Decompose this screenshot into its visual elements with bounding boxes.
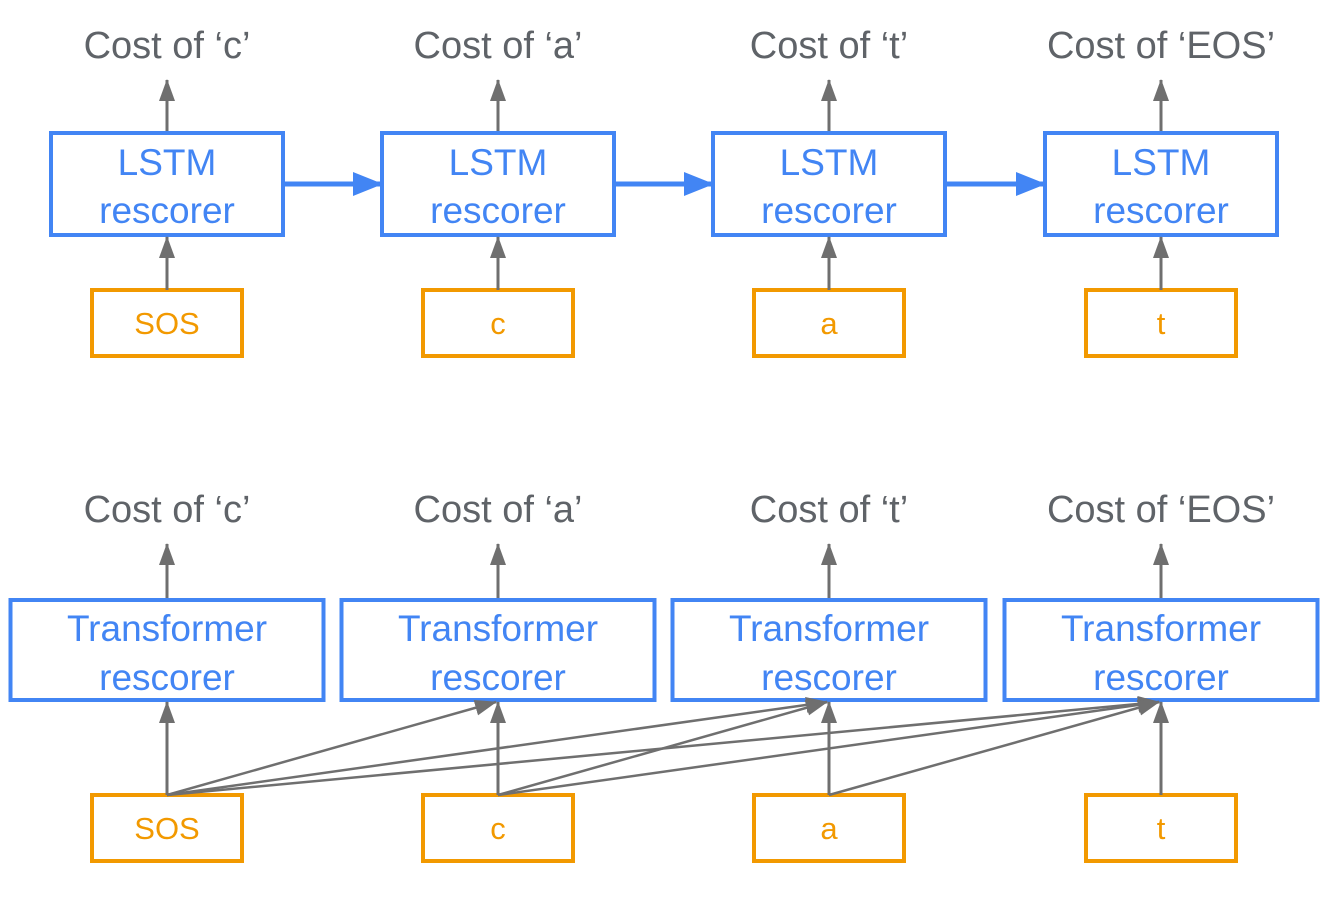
transformer-cost-label: Cost of ‘a’ [414, 489, 583, 531]
lstm-cost-label: Cost of ‘a’ [414, 25, 583, 67]
lstm-box-label-line2: rescorer [430, 190, 566, 231]
transformer-token-label: t [1157, 811, 1166, 846]
transformer-box-label-line1: Transformer [398, 608, 598, 649]
transformer-attention-arrow [166, 697, 828, 797]
transformer-box-label-line1: Transformer [67, 608, 267, 649]
transformer-box-label-line2: rescorer [99, 657, 235, 698]
lstm-token-label: c [490, 306, 506, 341]
transformer-attention-arrow [828, 699, 1160, 797]
transformer-rescorer-box [339, 598, 657, 702]
transformer-rescorer-box [1002, 598, 1320, 702]
transformer-cost-label: Cost of ‘EOS’ [1047, 489, 1275, 531]
transformer-token-label: SOS [134, 811, 199, 846]
lstm-token-label: t [1157, 306, 1166, 341]
lstm-box-label-line1: LSTM [1112, 142, 1211, 183]
transformer-attention-arrow [166, 700, 497, 797]
lstm-cost-label: Cost of ‘c’ [84, 25, 251, 67]
lstm-box-label-line2: rescorer [761, 190, 897, 231]
lstm-box-label-line2: rescorer [99, 190, 235, 231]
lstm-cost-label: Cost of ‘EOS’ [1047, 25, 1275, 67]
lstm-token-label: a [820, 306, 838, 341]
transformer-cost-label: Cost of ‘t’ [750, 489, 908, 531]
transformer-box-label-line2: rescorer [430, 657, 566, 698]
transformer-box-label-line2: rescorer [1093, 657, 1229, 698]
lstm-token-label: SOS [134, 306, 199, 341]
lstm-box-label-line1: LSTM [118, 142, 217, 183]
transformer-rescorer-box [670, 598, 988, 702]
lstm-box-label-line2: rescorer [1093, 190, 1229, 231]
transformer-box-label-line2: rescorer [761, 657, 897, 698]
transformer-token-label: a [820, 811, 838, 846]
transformer-token-label: c [490, 811, 506, 846]
transformer-cost-label: Cost of ‘c’ [84, 489, 251, 531]
transformer-attention-arrow [497, 700, 828, 797]
lstm-box-label-line1: LSTM [780, 142, 879, 183]
transformer-box-label-line1: Transformer [729, 608, 929, 649]
lstm-cost-label: Cost of ‘t’ [750, 25, 908, 67]
transformer-rescorer-box [8, 598, 326, 702]
transformer-box-label-line1: Transformer [1061, 608, 1261, 649]
transformer-attention-arrow [497, 697, 1160, 797]
lstm-box-label-line1: LSTM [449, 142, 548, 183]
